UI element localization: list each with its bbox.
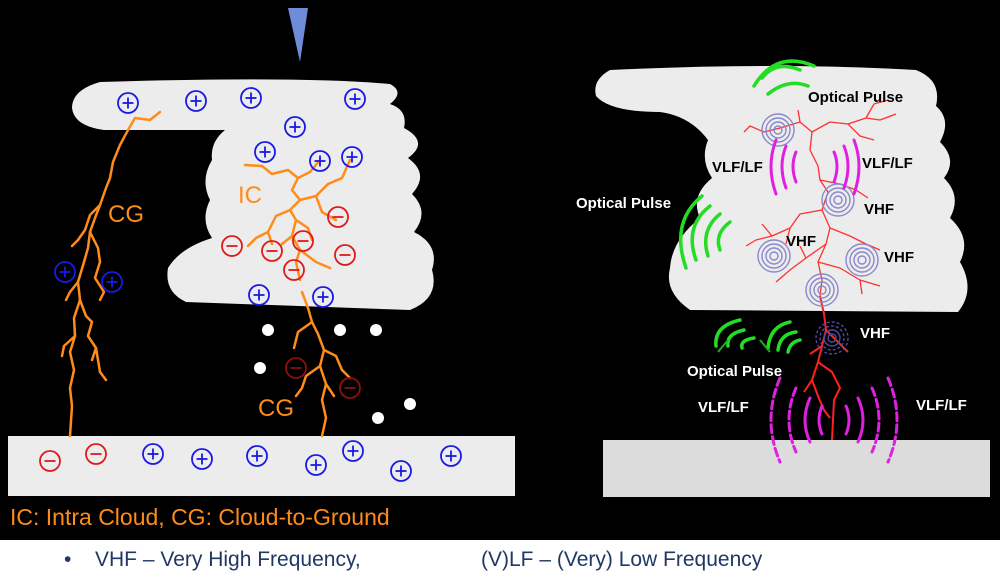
vlf-cloud-arcs — [769, 138, 861, 196]
optical-ground-marker — [717, 339, 771, 353]
footer: • VHF – Very High Frequency, (V)LF – (Ve… — [0, 540, 1000, 579]
positive-charge — [191, 448, 213, 470]
positive-charge — [342, 440, 364, 462]
red-leader-branches — [743, 99, 897, 297]
vhf-source — [805, 273, 839, 307]
vhf-sources — [757, 113, 879, 355]
label-ic: IC — [238, 182, 262, 209]
right-ground — [603, 440, 990, 497]
label-vlf-right: VLF/LF — [862, 155, 913, 172]
positive-charges — [54, 87, 462, 482]
negative-charge — [327, 206, 349, 228]
positive-charge — [248, 284, 270, 306]
vlf-ground-arcs — [769, 376, 899, 464]
label-cg-left: CG — [108, 201, 144, 228]
label-vlf-ground-left: VLF/LF — [698, 399, 749, 416]
negative-charge — [221, 235, 243, 257]
positive-charge — [240, 87, 262, 109]
precipitation-dots — [254, 324, 416, 424]
label-optical-top: Optical Pulse — [808, 89, 903, 106]
vhf-source — [757, 239, 791, 273]
positive-charge — [254, 141, 276, 163]
negative-charges — [39, 206, 361, 472]
positive-charge — [54, 261, 76, 283]
positive-charge — [142, 443, 164, 465]
vhf-source — [815, 321, 849, 355]
negative-charge — [261, 240, 283, 262]
positive-charge — [344, 88, 366, 110]
label-cg-right: CG — [258, 395, 294, 422]
cg-left-bolt — [60, 110, 162, 438]
negative-charge — [285, 357, 307, 379]
label-vhf-1: VHF — [864, 201, 894, 218]
cg-right-bolt — [292, 290, 352, 438]
positive-charge — [185, 90, 207, 112]
negative-charge — [85, 443, 107, 465]
left-cloud — [72, 79, 434, 310]
left-panel: IC CG CG IC: Intra Cloud, CG: Cloud-to-G… — [8, 79, 515, 530]
red-return-stroke — [803, 295, 849, 441]
diagram-canvas: IC CG CG IC: Intra Cloud, CG: Cloud-to-G… — [8, 8, 990, 530]
label-vhf-3: VHF — [884, 249, 914, 266]
left-caption: IC: Intra Cloud, CG: Cloud-to-Ground — [10, 504, 390, 530]
positive-charge — [305, 454, 327, 476]
positive-charge — [101, 271, 123, 293]
footer-vhf-definition: VHF – Very High Frequency, — [95, 548, 361, 571]
left-ground — [8, 436, 515, 496]
negative-charge — [39, 450, 61, 472]
positive-charge — [309, 150, 331, 172]
negative-charge — [283, 259, 305, 281]
positive-charge — [390, 460, 412, 482]
label-optical-left: Optical Pulse — [576, 195, 671, 212]
label-optical-bottom: Optical Pulse — [687, 363, 782, 380]
positive-charge — [246, 445, 268, 467]
beam-shape — [288, 8, 308, 62]
right-panel: Optical Pulse Optical Pulse Optical Puls… — [576, 59, 990, 497]
positive-charge — [440, 445, 462, 467]
label-vlf-ground-right: VLF/LF — [916, 397, 967, 414]
positive-charge — [341, 146, 363, 168]
vhf-source — [845, 243, 879, 277]
ic-bolt — [243, 158, 352, 282]
positive-charge — [312, 286, 334, 308]
lightning-diagram: IC CG CG IC: Intra Cloud, CG: Cloud-to-G… — [0, 0, 1000, 540]
vhf-source — [821, 183, 855, 217]
label-vlf-left: VLF/LF — [712, 159, 763, 176]
negative-charge — [339, 377, 361, 399]
negative-charge — [334, 244, 356, 266]
label-vhf-2: VHF — [786, 233, 816, 250]
positive-charge — [284, 116, 306, 138]
footer-bullet: • — [64, 548, 72, 571]
negative-charge — [292, 230, 314, 252]
label-vhf-4: VHF — [860, 325, 890, 342]
positive-charge — [117, 92, 139, 114]
footer-lf-definition: (V)LF – (Very) Low Frequency — [481, 548, 763, 571]
vhf-source — [761, 113, 795, 147]
right-cloud — [595, 66, 968, 312]
optical-arcs — [678, 59, 816, 354]
